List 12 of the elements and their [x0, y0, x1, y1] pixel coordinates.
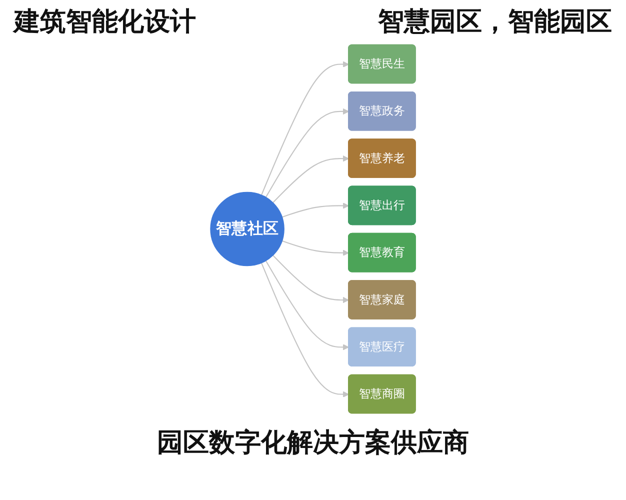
node-circle: 智慧社区 [210, 192, 284, 266]
arrow [265, 108, 349, 198]
arrow [282, 240, 349, 256]
arrow [272, 254, 349, 304]
caption-text: 园区数字化解决方案供应商 [156, 427, 470, 460]
arrow [260, 61, 349, 196]
arrow [272, 155, 349, 204]
arrow [282, 202, 349, 218]
title-heading: 建筑智能化设计 [14, 6, 196, 39]
arrow [260, 262, 349, 398]
arrow [265, 260, 349, 350]
subtitle-heading: 智慧园区，智能园区 [378, 6, 612, 39]
